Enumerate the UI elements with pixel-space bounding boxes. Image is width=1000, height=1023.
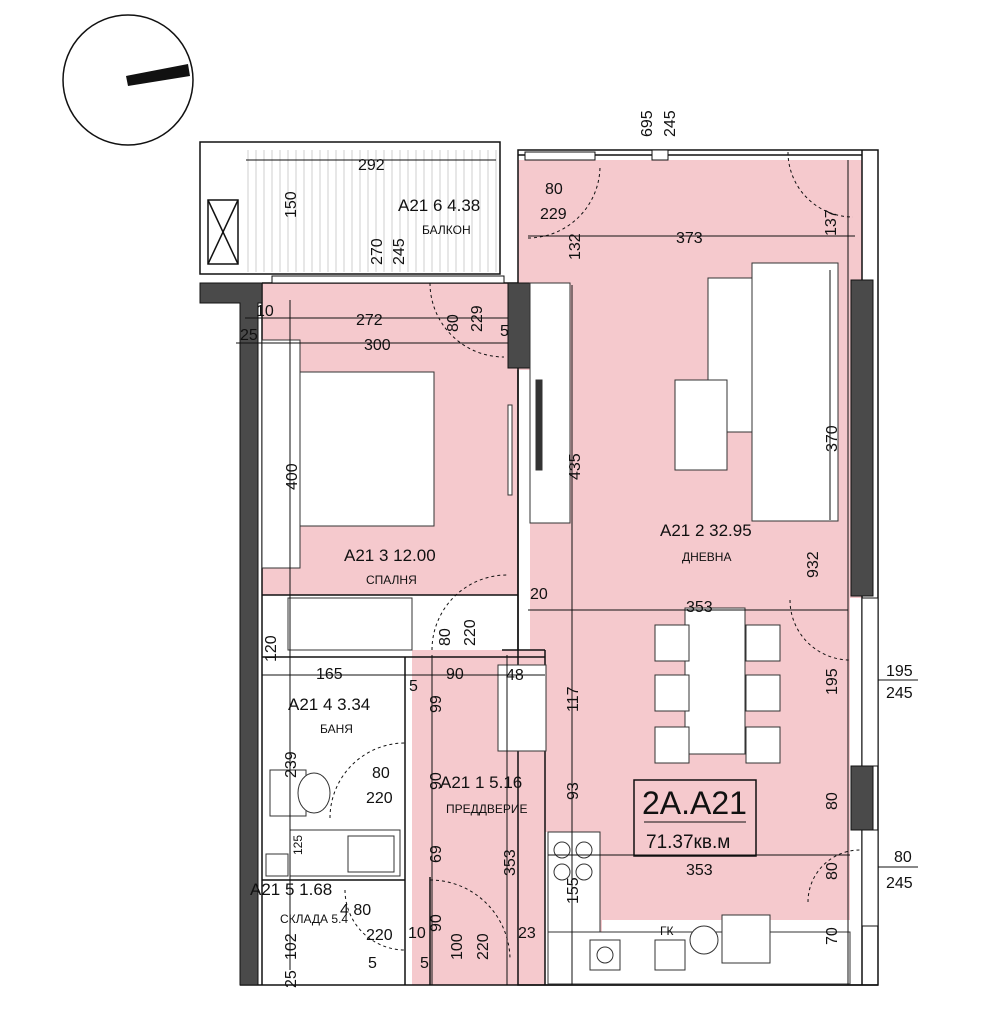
gas-meter-label: ГК — [660, 924, 674, 938]
dim-label: 229 — [540, 206, 567, 223]
dim-label: 5 — [420, 955, 429, 972]
dim-label: 220 — [366, 927, 393, 944]
north-arrow — [62, 14, 194, 146]
dim-label: 69 — [428, 845, 445, 863]
door-swings — [329, 151, 861, 961]
dim-label: 10 — [256, 303, 274, 320]
room-name-storage: СКЛАДА 5.4 — [280, 912, 348, 926]
dim-label: 80 — [437, 628, 454, 646]
dim-label: 120 — [263, 635, 280, 662]
apartment-label: 2A.A21 71.37кв.м — [642, 785, 747, 853]
dim-label: 5 — [368, 955, 377, 972]
dim-label: 90 — [446, 666, 464, 683]
dim-label: 435 — [567, 453, 584, 480]
dim-label: 5 — [500, 323, 509, 340]
room-labels: A21 6 4.38 БАЛКОН A21 3 12.00 СПАЛНЯ A21… — [250, 196, 752, 926]
dim-label: 165 — [316, 666, 343, 683]
dim-label: 195 — [824, 668, 841, 695]
dim-label: 80 — [545, 181, 563, 198]
dim-label: 80 — [445, 314, 462, 332]
dim-label: 195 — [886, 663, 913, 680]
dim-label: 272 — [356, 312, 383, 329]
dim-label: 245 — [886, 685, 913, 702]
dim-label: 132 — [567, 233, 584, 260]
dim-label: 80 — [824, 862, 841, 880]
room-code-living: A21 2 32.95 — [660, 521, 752, 540]
dim-label: 90 — [428, 914, 445, 932]
dim-label: 4 80 — [340, 902, 371, 919]
dim-label: 373 — [676, 230, 703, 247]
dim-label: 93 — [565, 782, 582, 800]
dim-label: 400 — [284, 463, 301, 490]
dim-label: 245 — [662, 110, 679, 137]
room-code-bath: A21 4 3.34 — [288, 695, 370, 714]
dim-label: 99 — [428, 695, 445, 713]
dim-label: 90 — [428, 772, 445, 790]
room-code-storage: A21 5 1.68 — [250, 880, 332, 899]
dim-label: 370 — [824, 425, 841, 452]
dim-label: 48 — [506, 667, 524, 684]
balcony-hatch — [247, 150, 497, 272]
room-name-bedroom: СПАЛНЯ — [366, 573, 417, 587]
dim-label: 220 — [366, 790, 393, 807]
dim-label: 220 — [462, 619, 479, 646]
dim-label: 23 — [518, 925, 536, 942]
dim-label: 239 — [283, 751, 300, 778]
dim-label: 137 — [823, 209, 840, 236]
dim-label: 245 — [886, 875, 913, 892]
room-code-hall: A21 1 5.16 — [440, 773, 522, 792]
dim-label: 80 — [824, 792, 841, 810]
furniture — [261, 262, 851, 985]
dim-label: 353 — [502, 849, 519, 876]
dim-label: 150 — [283, 191, 300, 218]
room-name-hall: ПРЕДДВЕРИЕ — [446, 802, 528, 816]
apartment-label-box — [633, 779, 757, 857]
room-name-bath: БАНЯ — [320, 722, 353, 736]
dim-label: 932 — [805, 551, 822, 578]
windows — [271, 149, 879, 927]
dimension-lines — [236, 159, 918, 985]
apartment-area: 71.37кв.м — [646, 832, 730, 853]
dim-label: 10 — [408, 925, 426, 942]
dim-label: 102 — [283, 933, 300, 960]
dim-label: 5 — [409, 678, 418, 695]
dim-label: 25 — [240, 327, 258, 344]
dim-label: 353 — [686, 599, 713, 616]
dim-label: 229 — [469, 305, 486, 332]
dim-label: 80 — [894, 849, 912, 866]
dim-label: 353 — [686, 862, 713, 879]
dim-label: 155 — [565, 877, 582, 904]
dim-label: 25 — [283, 970, 300, 988]
dim-label: 695 — [639, 110, 656, 137]
dim-label: 117 — [565, 686, 582, 712]
dim-label: 100 — [449, 933, 466, 960]
dimension-labels: 292 150 270 245 695 245 80 229 132 373 1… — [240, 110, 913, 988]
room-code-balcony: A21 6 4.38 — [398, 196, 480, 215]
dim-label: 220 — [475, 933, 492, 960]
room-name-living: ДНЕВНА — [682, 550, 731, 564]
dim-label: 125 — [291, 835, 305, 855]
wall-blocks — [199, 279, 874, 986]
dim-label: 300 — [364, 337, 391, 354]
dim-label: 292 — [358, 157, 385, 174]
room-name-balcony: БАЛКОН — [422, 223, 471, 237]
dim-label: 20 — [530, 586, 548, 603]
dim-label: 270 — [369, 238, 386, 265]
dim-label: 70 — [824, 927, 841, 945]
dim-label: 80 — [372, 765, 390, 782]
dim-label: 245 — [391, 238, 408, 265]
room-code-bedroom: A21 3 12.00 — [344, 546, 436, 565]
apartment-code: 2A.A21 — [642, 785, 747, 821]
